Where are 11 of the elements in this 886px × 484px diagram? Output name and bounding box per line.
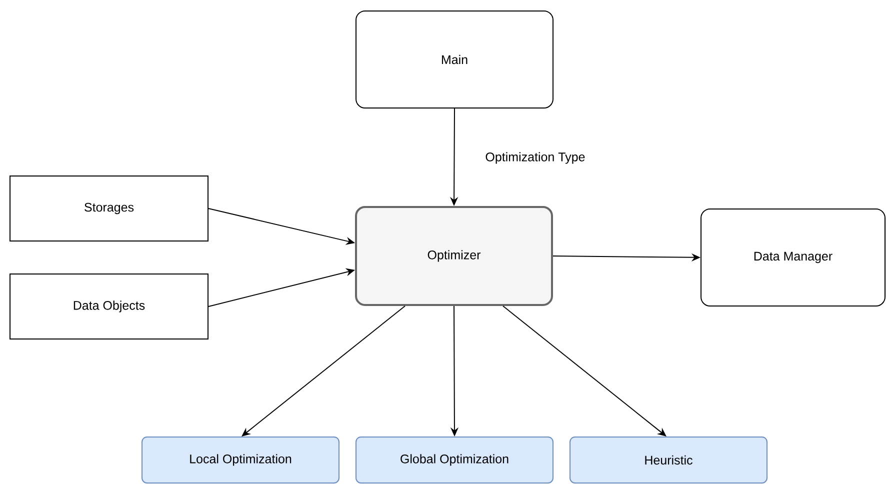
rounded-box: Optimizer	[355, 206, 553, 306]
box: Data Objects	[10, 274, 208, 340]
rounded-box: Local Optimization	[142, 436, 340, 484]
rounded-box: Global Optimization	[356, 436, 554, 484]
rounded-box: Main	[356, 10, 554, 108]
edge-label: Optimization Type	[484, 151, 586, 165]
box: Storages	[10, 176, 208, 242]
arrow	[502, 305, 666, 436]
rounded-box: Data Manager	[700, 208, 886, 306]
rounded-box: Heuristic	[570, 436, 768, 484]
arrow	[242, 305, 406, 436]
